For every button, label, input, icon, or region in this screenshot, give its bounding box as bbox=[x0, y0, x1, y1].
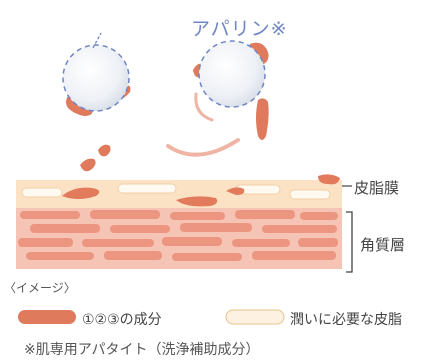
stratum-bracket bbox=[346, 211, 353, 273]
apatite-particle-right bbox=[198, 40, 266, 108]
stratum-corneum-layer bbox=[16, 207, 342, 269]
legend-ingredients-label: ①②③の成分 bbox=[82, 312, 162, 328]
apatite-motion-trail bbox=[166, 138, 240, 157]
stratum-corneum-label: 角質層 bbox=[360, 236, 406, 254]
sebum-layer-label: 皮脂膜 bbox=[354, 179, 400, 197]
apatite-particle-left bbox=[62, 44, 130, 112]
legend-sebum-swatch bbox=[225, 309, 285, 325]
apalin-leader-line bbox=[92, 32, 102, 49]
legend-sebum-label: 潤いに必要な皮脂 bbox=[290, 312, 402, 328]
apalin-label: アパリン※ bbox=[191, 18, 288, 40]
legend bbox=[18, 309, 285, 325]
legend-ingredient-swatch bbox=[18, 310, 76, 324]
apatite-curve bbox=[194, 92, 214, 122]
footnote: ※肌専用アパタイト（洗浄補助成分） bbox=[24, 342, 260, 358]
sebum-layer bbox=[16, 174, 342, 208]
image-note: 〈イメージ〉 bbox=[4, 281, 76, 295]
